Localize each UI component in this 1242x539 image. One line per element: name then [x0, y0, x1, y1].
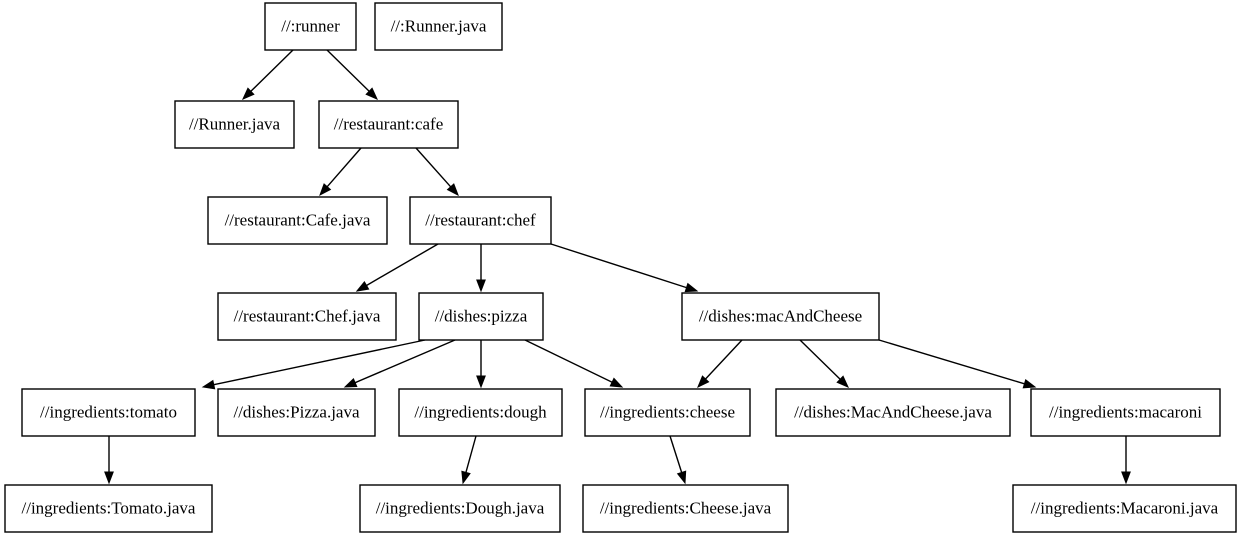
graph-edge	[476, 340, 486, 389]
node-box[interactable]	[584, 388, 751, 437]
graph-edge	[343, 339, 456, 388]
graph-node-restaurant_chef[interactable]: //restaurant:chef	[409, 196, 552, 245]
node-box[interactable]	[359, 484, 561, 533]
node-box[interactable]	[174, 100, 295, 149]
graph-node-cheese_java[interactable]: //ingredients:Cheese.java	[582, 484, 789, 533]
node-box[interactable]	[217, 388, 376, 437]
graph-node-dishes_pizza[interactable]: //dishes:pizza	[418, 292, 544, 341]
graph-node-runner[interactable]: //:runner	[264, 2, 357, 51]
graph-edge	[697, 339, 743, 389]
graph-edge	[878, 339, 1037, 389]
node-box[interactable]	[582, 484, 789, 533]
graph-node-ing_dough[interactable]: //ingredients:dough	[398, 388, 563, 437]
graph-node-ing_tomato[interactable]: //ingredients:tomato	[21, 388, 196, 437]
nodes-layer: //:runner //:Runner.java //Runner.java //re…	[4, 2, 1237, 533]
graph-edge	[319, 147, 362, 197]
node-box[interactable]	[409, 196, 552, 245]
node-box[interactable]	[1012, 484, 1237, 533]
graph-node-ing_macaroni[interactable]: //ingredients:macaroni	[1030, 388, 1221, 437]
node-label: //ingredients:Macaroni.java	[1031, 498, 1219, 517]
graph-node-dough_java[interactable]: //ingredients:Dough.java	[359, 484, 561, 533]
graph-edge	[550, 243, 699, 293]
graph-edge	[1121, 436, 1131, 485]
graph-node-cafe_java[interactable]: //restaurant:Cafe.java	[207, 196, 388, 245]
node-label: //ingredients:Dough.java	[376, 498, 545, 517]
graph-node-macaroni_java[interactable]: //ingredients:Macaroni.java	[1012, 484, 1237, 533]
graph-edge	[669, 435, 687, 485]
node-box[interactable]	[1030, 388, 1221, 437]
node-box[interactable]	[4, 484, 213, 533]
graph-node-mac_java[interactable]: //dishes:MacAndCheese.java	[775, 388, 1011, 437]
node-label: //restaurant:chef	[425, 210, 536, 229]
node-label: //:runner	[281, 16, 340, 35]
graph-node-tomato_java[interactable]: //ingredients:Tomato.java	[4, 484, 213, 533]
node-label: //restaurant:Chef.java	[234, 306, 381, 325]
node-label: //ingredients:macaroni	[1049, 402, 1202, 421]
node-label: //ingredients:Cheese.java	[600, 498, 772, 517]
graph-edge	[201, 339, 426, 390]
node-box[interactable]	[398, 388, 563, 437]
node-label: //ingredients:Tomato.java	[22, 498, 196, 517]
node-box[interactable]	[681, 292, 880, 341]
node-box[interactable]	[217, 292, 397, 341]
node-label: //restaurant:cafe	[334, 114, 444, 133]
graph-node-restaurant_cafe[interactable]: //restaurant:cafe	[318, 100, 459, 149]
node-box[interactable]	[264, 2, 357, 51]
node-box[interactable]	[418, 292, 544, 341]
node-label: //restaurant:Cafe.java	[225, 210, 371, 229]
node-label: //dishes:macAndCheese	[699, 306, 862, 325]
node-box[interactable]	[374, 2, 503, 51]
node-label: //dishes:Pizza.java	[233, 402, 360, 421]
graph-node-runner_java[interactable]: //Runner.java	[174, 100, 295, 149]
graph-edge	[104, 436, 114, 485]
graph-edge	[326, 49, 379, 100]
graph-node-ing_cheese[interactable]: //ingredients:cheese	[584, 388, 751, 437]
graph-edge	[241, 49, 294, 100]
graph-node-chef_java[interactable]: //restaurant:Chef.java	[217, 292, 397, 341]
graph-node-dishes_mac[interactable]: //dishes:macAndCheese	[681, 292, 880, 341]
graph-edge	[355, 243, 439, 292]
edges-layer	[104, 49, 1131, 485]
node-box[interactable]	[318, 100, 459, 149]
node-box[interactable]	[207, 196, 388, 245]
node-label: //Runner.java	[189, 114, 281, 133]
node-label: //ingredients:dough	[414, 402, 547, 421]
graph-edge	[415, 147, 459, 197]
node-label: //ingredients:cheese	[600, 402, 735, 421]
node-box[interactable]	[775, 388, 1011, 437]
node-box[interactable]	[21, 388, 196, 437]
graph-node-pizza_java[interactable]: //dishes:Pizza.java	[217, 388, 376, 437]
graph-node-runner_java_root[interactable]: //:Runner.java	[374, 2, 503, 51]
node-label: //dishes:pizza	[435, 306, 528, 325]
node-label: //:Runner.java	[391, 16, 487, 35]
graph-edge	[524, 339, 624, 388]
graph-edge	[461, 435, 477, 485]
graph-edge	[476, 244, 486, 293]
graph-edge	[799, 339, 850, 388]
node-label: //ingredients:tomato	[40, 402, 177, 421]
node-label: //dishes:MacAndCheese.java	[794, 402, 992, 421]
